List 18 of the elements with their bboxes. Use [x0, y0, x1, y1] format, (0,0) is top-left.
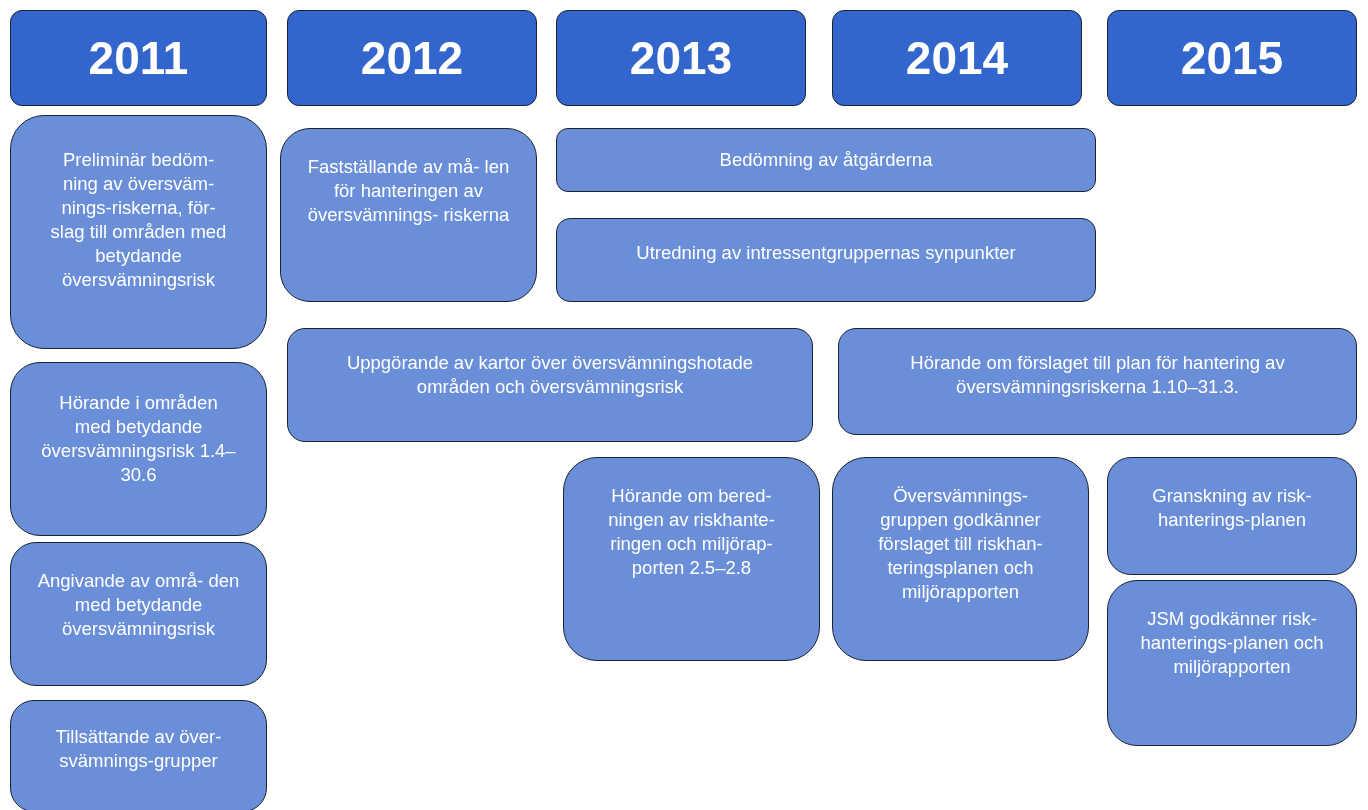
phase-box: Hörande om förslaget till plan för hantering av översvämningsriskerna 1.10–31.3.: [838, 328, 1357, 435]
phase-box: Bedömning av åtgärderna: [556, 128, 1096, 192]
year-header: 2012: [287, 10, 537, 106]
phase-box: JSM godkänner risk- hanterings-planen och miljörapporten: [1107, 580, 1357, 746]
phase-box: Granskning av risk- hanterings-planen: [1107, 457, 1357, 575]
phase-box: Översvämnings- gruppen godkänner förslaget till riskhan- teringsplanen och miljörapporten: [832, 457, 1089, 661]
year-header: 2015: [1107, 10, 1357, 106]
phase-box: Uppgörande av kartor över översvämningshotade områden och översvämningsrisk: [287, 328, 813, 442]
phase-box: Hörande om bered- ningen av riskhante- ringen och miljörap- porten 2.5–2.8: [563, 457, 820, 661]
phase-box: Angivande av områ- den med betydande översvämningsrisk: [10, 542, 267, 686]
phase-box: Hörande i områden med betydande översvämningsrisk 1.4–30.6: [10, 362, 267, 536]
phase-box: Fastställande av må- len för hanteringen av översvämnings- riskerna: [280, 128, 537, 302]
year-header: 2011: [10, 10, 267, 106]
phase-box: Tillsättande av över- svämnings-grupper: [10, 700, 267, 810]
phase-box: Preliminär bedöm- ning av översväm- nings-riskerna, för- slag till områden med betydande översvämningsrisk: [10, 115, 267, 349]
year-header: 2014: [832, 10, 1082, 106]
year-header: 2013: [556, 10, 806, 106]
phase-box: Utredning av intressentgruppernas synpunkter: [556, 218, 1096, 302]
